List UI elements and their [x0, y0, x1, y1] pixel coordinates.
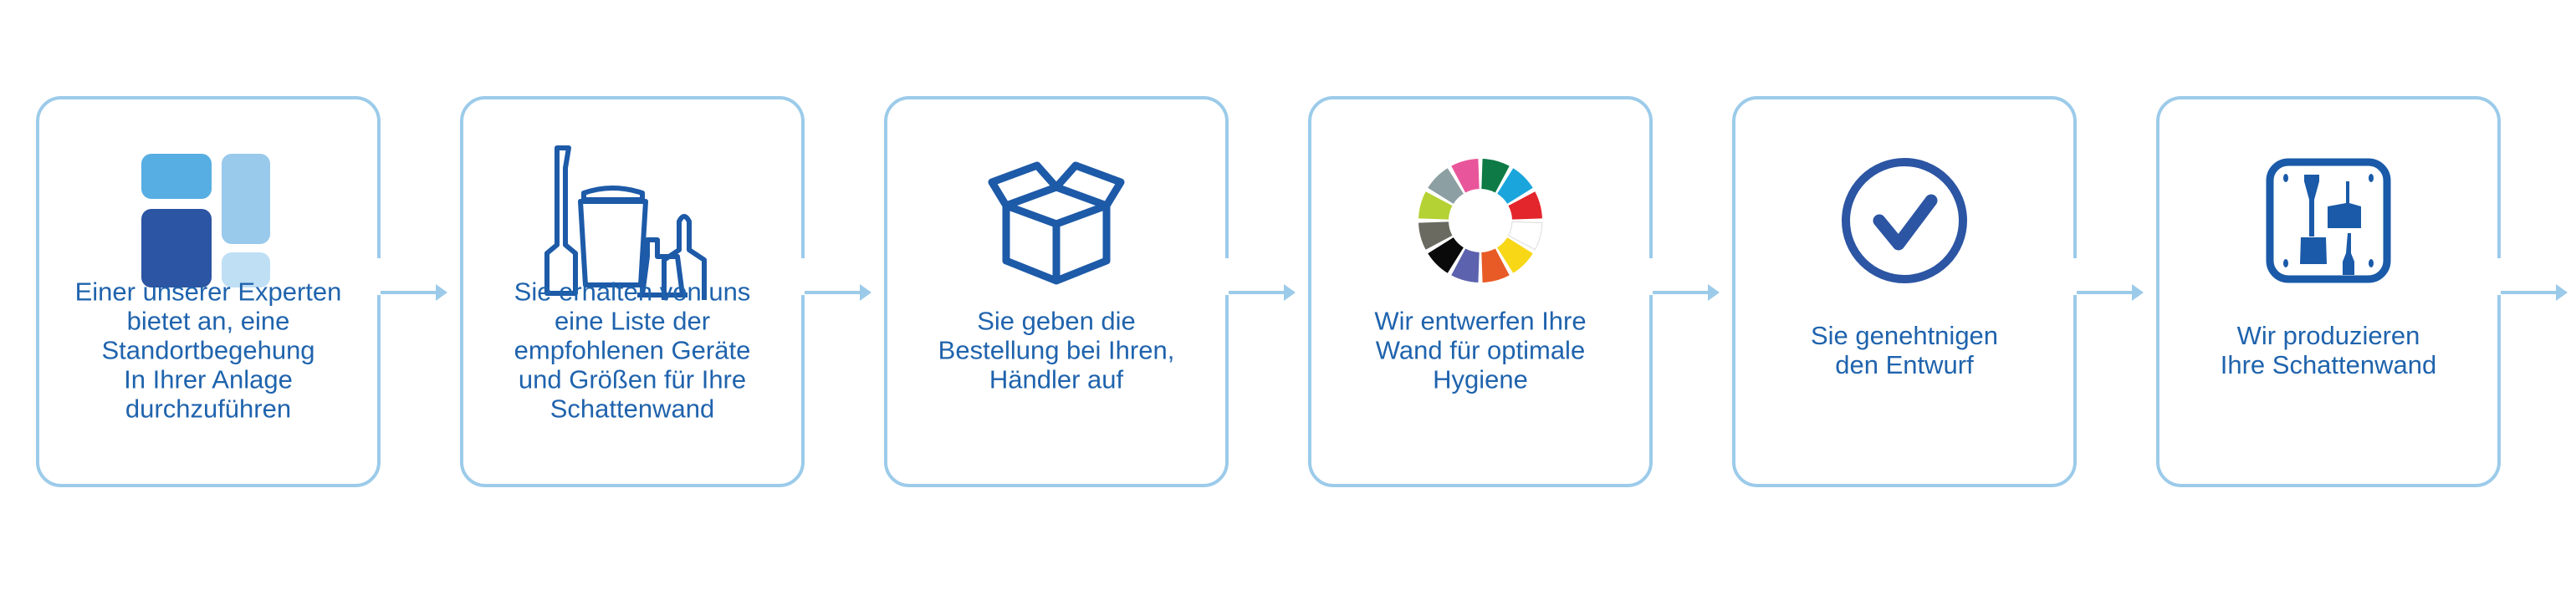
color-segment: [1497, 237, 1533, 273]
color-segment: [1418, 221, 1453, 250]
step-card-6: Wir produzieren Ihre Schattenwand: [2156, 96, 2502, 487]
arrow-icon: [2501, 284, 2568, 301]
shadow-board-icon: [2266, 158, 2391, 283]
color-segment: [1497, 168, 1533, 204]
color-wheel-icon: [1418, 159, 1543, 282]
step-text: Einer unserer Experten bietet an, eine S…: [74, 277, 342, 424]
color-segment: [1428, 168, 1464, 204]
step-text: Sie geben die Bestellung bei Ihren, Händ…: [938, 306, 1175, 394]
arrow-icon: [2077, 284, 2144, 301]
color-segment: [1481, 159, 1510, 193]
arrow-icon: [1229, 284, 1296, 301]
step-card-1: Einer unserer Experten bietet an, eine S…: [36, 96, 382, 487]
arrow-icon: [805, 284, 871, 301]
step-text: Wir produzieren Ihre Schattenwand: [2220, 321, 2437, 379]
step-card-2: Sie erhalten von uns eine Liste der empf…: [460, 96, 806, 487]
open-box-icon: [988, 161, 1125, 285]
color-segment: [1507, 221, 1543, 251]
step-text: Sie erhalten von uns eine Liste der empf…: [514, 277, 751, 424]
arrow-icon: [1653, 284, 1720, 301]
step-text: Sie genehtnigen den Entwurf: [1810, 321, 1999, 379]
arrow-icon: [381, 284, 447, 301]
color-segment: [1508, 191, 1542, 220]
color-segment: [1481, 248, 1510, 282]
step-card-4: Wir entwerfen Ihre Wand für optimale Hyg…: [1308, 96, 1654, 487]
color-segment: [1418, 191, 1453, 220]
step-text: Wir entwerfen Ihre Wand für optimale Hyg…: [1374, 306, 1587, 394]
cleaning-tools-icon: [544, 145, 707, 300]
checkmark-circle-icon: [1842, 158, 1967, 283]
color-segment: [1428, 237, 1464, 273]
color-segment: [1451, 159, 1480, 193]
color-segment: [1451, 248, 1480, 282]
step-card-5: Sie genehtnigen den Entwurf: [1732, 96, 2078, 487]
step-card-3: Sie geben die Bestellung bei Ihren, Händ…: [884, 96, 1230, 487]
tiles-icon: [141, 154, 270, 287]
